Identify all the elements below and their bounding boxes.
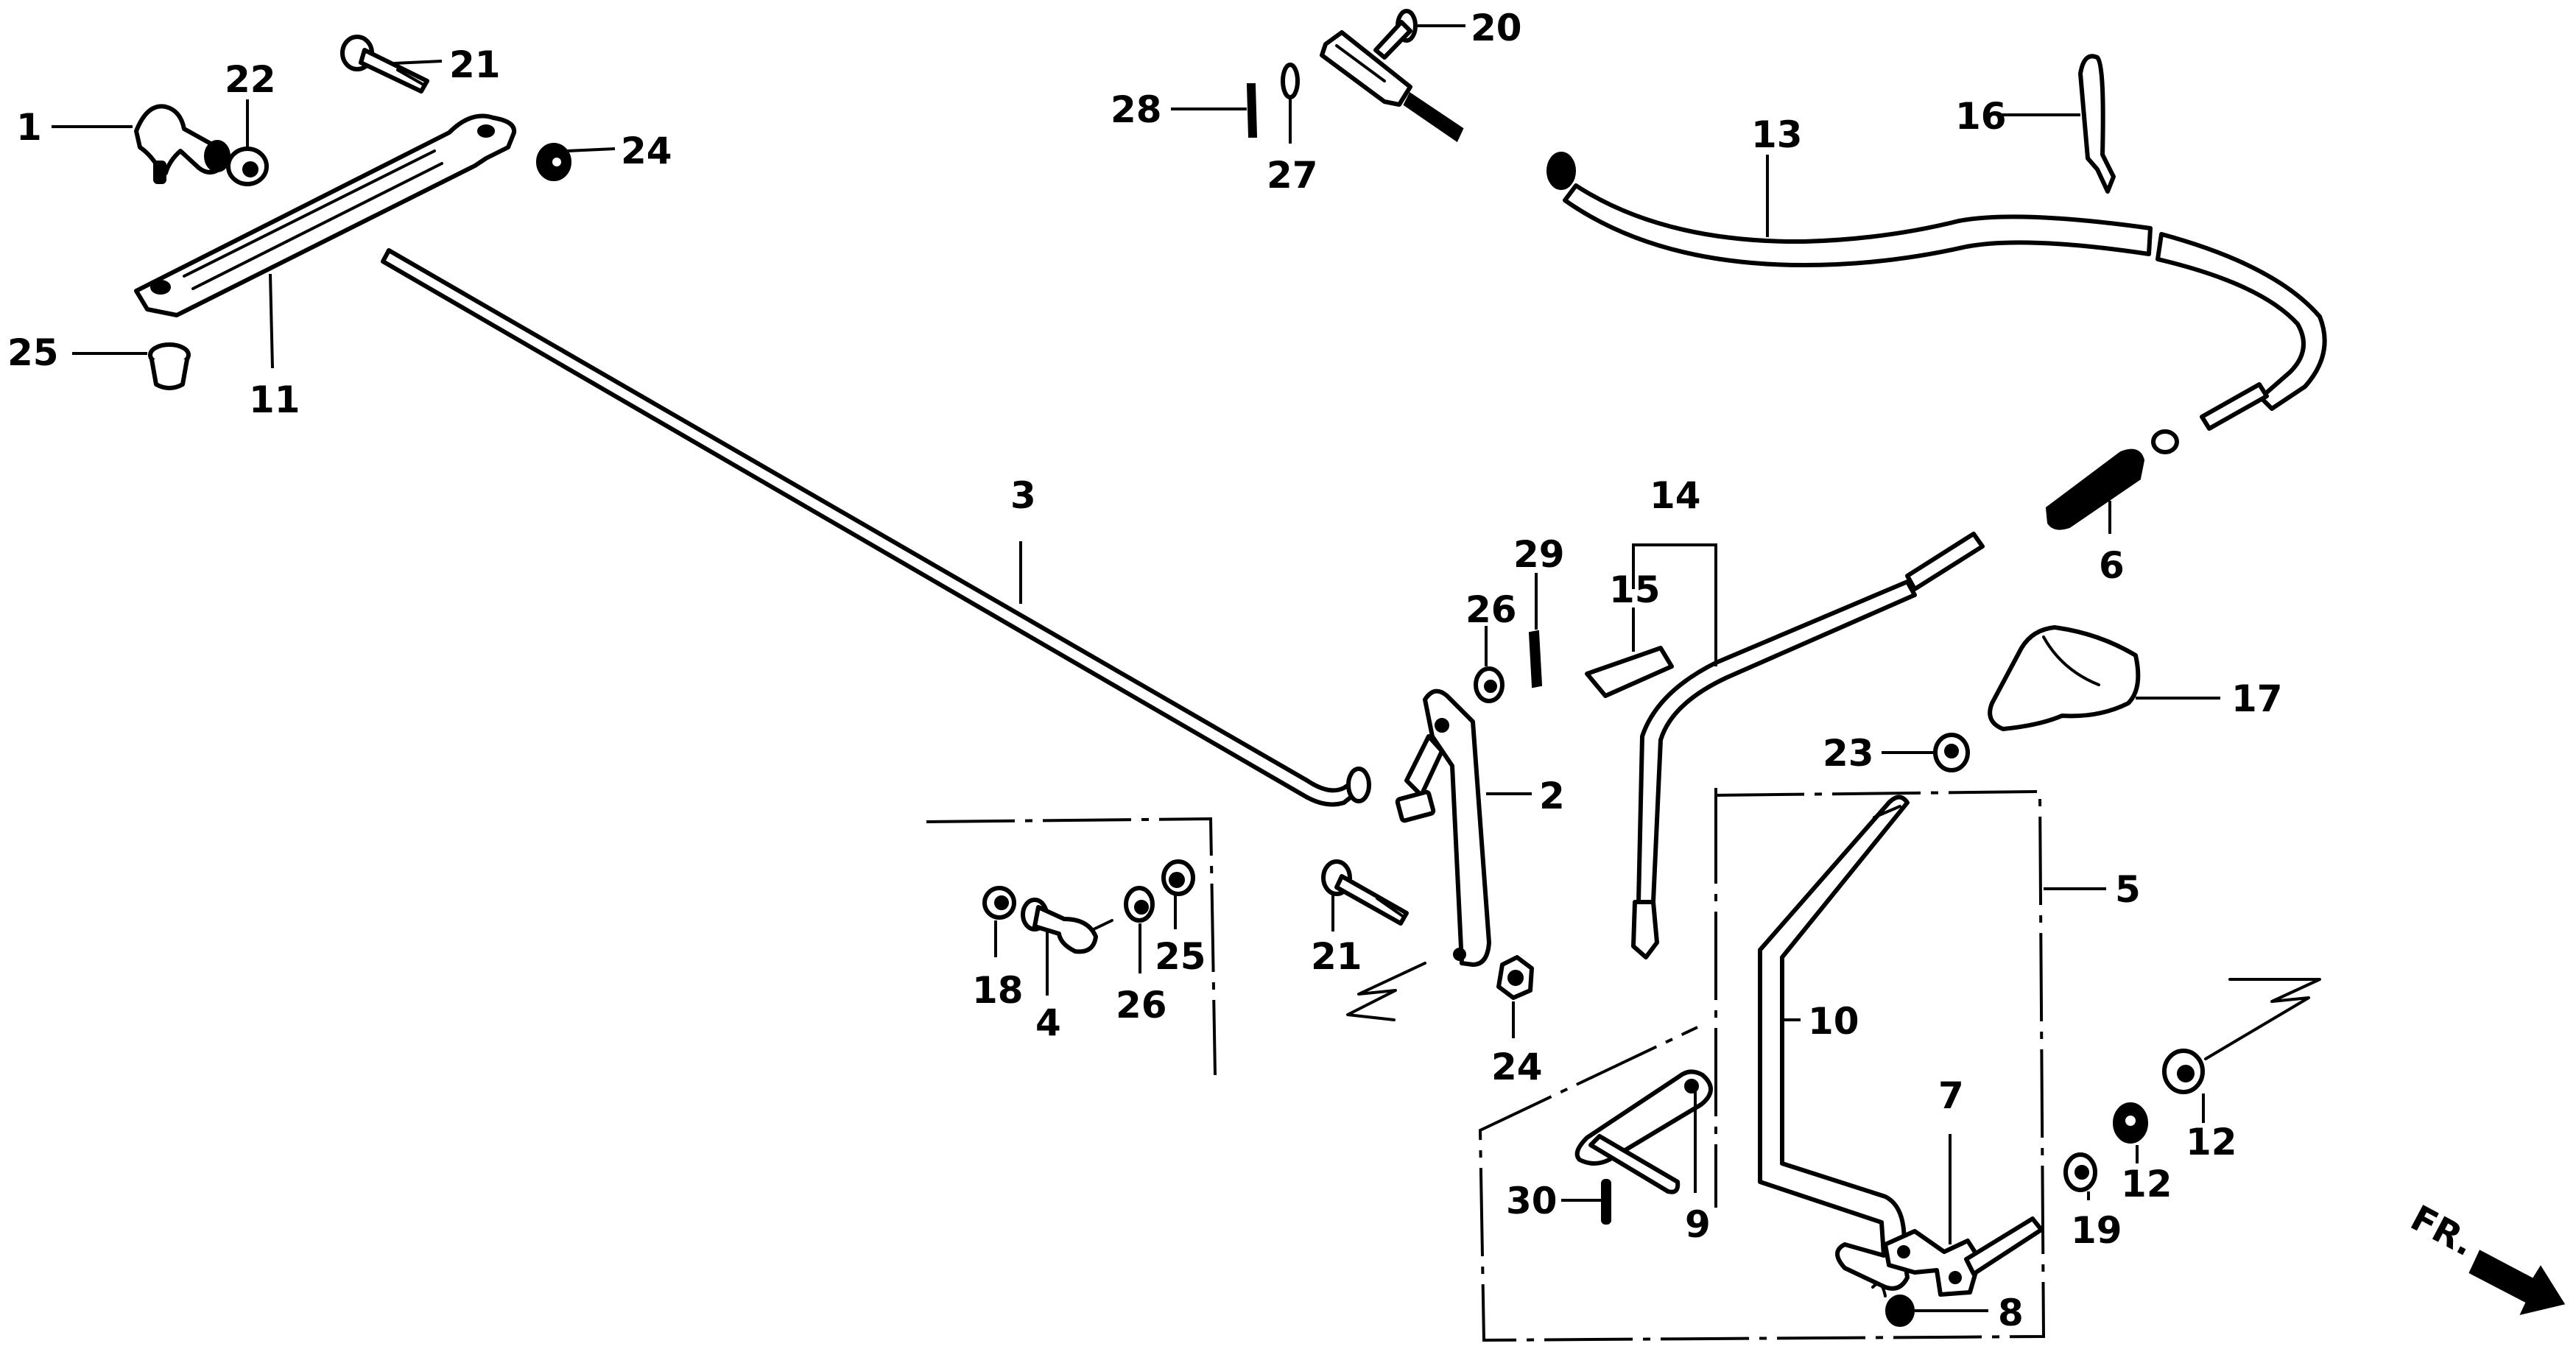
- leader-11: [269, 273, 274, 369]
- callout-27: 27: [1267, 154, 1318, 197]
- callout-25b: 25: [1155, 935, 1206, 978]
- callout-21b: 21: [1311, 935, 1362, 978]
- callout-21a: 21: [449, 43, 501, 86]
- part-7-pivot-bracket: [1883, 1216, 2044, 1297]
- part-24-nut-top: [536, 143, 571, 181]
- callout-17: 17: [2231, 677, 2283, 720]
- bracket-14: [1632, 543, 1717, 666]
- part-8-spring: [1871, 1282, 1915, 1327]
- callout-8: 8: [1998, 1292, 2024, 1334]
- callout-1: 1: [16, 106, 42, 149]
- callout-14: 14: [1650, 474, 1701, 517]
- callout-24b: 24: [1491, 1046, 1543, 1088]
- part-28-cotter-pin: [1246, 83, 1258, 138]
- callout-4: 4: [1035, 1001, 1061, 1044]
- callout-12a: 12: [2186, 1121, 2237, 1163]
- callout-11: 11: [249, 378, 300, 421]
- callout-3: 3: [1010, 474, 1036, 517]
- part-25-bushing-box: [1161, 859, 1195, 896]
- callout-30: 30: [1506, 1180, 1558, 1222]
- callout-18: 18: [972, 969, 1024, 1012]
- front-direction-arrow-icon: [2468, 1250, 2566, 1315]
- part-25-bushing-left: [148, 342, 191, 390]
- callout-25a: 25: [7, 331, 59, 374]
- detail-box-shift-lever: [1478, 788, 2046, 1342]
- part-22-nut: [226, 147, 269, 186]
- callout-12b: 12: [2121, 1163, 2172, 1205]
- part-26-washer-mid: [1474, 666, 1505, 703]
- callout-2: 2: [1539, 775, 1565, 817]
- part-21-bolt-top: [340, 35, 429, 94]
- callout-29: 29: [1513, 533, 1565, 576]
- part-16-clip: [2078, 54, 2116, 194]
- leader-21a: [393, 60, 443, 65]
- callout-16: 16: [1955, 95, 2007, 138]
- callout-28: 28: [1111, 88, 1162, 131]
- part-18-nut: [982, 886, 1016, 920]
- part-13-control-cable: [1320, 30, 2327, 454]
- assembly-arrow-right: [2204, 978, 2321, 1060]
- callout-26b: 26: [1116, 984, 1167, 1026]
- part-30-spring-pin: [1601, 1179, 1611, 1225]
- part-1-ball-joint: [134, 104, 230, 184]
- part-27-washer: [1281, 63, 1300, 99]
- callout-13: 13: [1751, 113, 1803, 156]
- callout-24a: 24: [621, 130, 672, 172]
- leader-24a: [566, 147, 616, 152]
- part-10-shift-lever: [1758, 795, 1910, 1291]
- front-direction-label: FR.: [2404, 1197, 2481, 1264]
- part-17-shift-knob: [1988, 625, 2141, 731]
- detail-box-rod-end: [926, 817, 1217, 1076]
- callout-19: 19: [2071, 1209, 2122, 1252]
- part-26-washer-box: [1124, 886, 1155, 923]
- callout-22: 22: [225, 58, 276, 101]
- part-21-bolt-mid: [1321, 859, 1409, 926]
- callout-6: 6: [2099, 544, 2125, 587]
- callout-5: 5: [2115, 868, 2141, 911]
- part-15-pad: [1585, 646, 1674, 698]
- part-9-link-arm: [1574, 1069, 1713, 1194]
- assembly-arrow-left: [1346, 962, 1426, 1021]
- callout-10: 10: [1808, 1000, 1859, 1043]
- front-direction-indicator: FR.: [2404, 1197, 2566, 1315]
- part-12-nut-b: [2162, 1049, 2205, 1094]
- part-12-nut-a: [2113, 1102, 2148, 1144]
- callout-9: 9: [1685, 1203, 1711, 1246]
- part-29-cotter-pin: [1528, 630, 1543, 688]
- part-20-pin: [1373, 9, 1418, 60]
- callout-23: 23: [1823, 732, 1874, 775]
- callout-7: 7: [1938, 1074, 1964, 1117]
- part-14-cable-assembly: [1631, 532, 1985, 959]
- callout-20: 20: [1471, 7, 1522, 49]
- callout-26a: 26: [1465, 588, 1517, 631]
- part-2-lever-bracket: [1395, 688, 1491, 967]
- part-4-rod-end: [1021, 898, 1113, 954]
- part-11-stay-bracket: [134, 113, 517, 317]
- callout-15: 15: [1609, 568, 1661, 611]
- part-24-nut-mid: [1496, 955, 1534, 1000]
- part-19-washer: [2063, 1152, 2097, 1192]
- part-6-cable-boot: [2045, 448, 2145, 530]
- part-3-extension-rod: [381, 248, 1371, 807]
- part-23-nut: [1933, 733, 1970, 772]
